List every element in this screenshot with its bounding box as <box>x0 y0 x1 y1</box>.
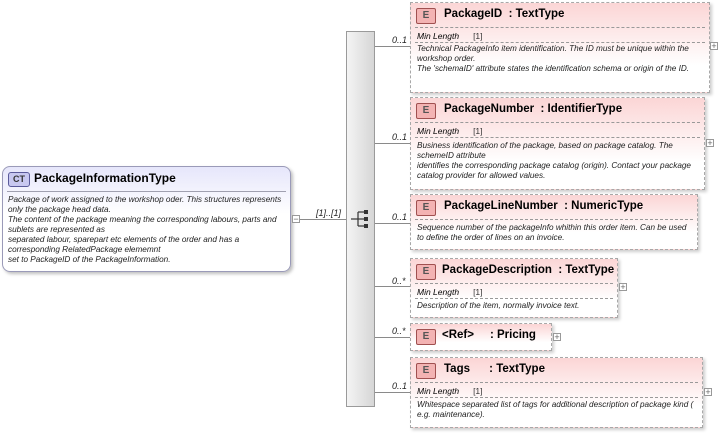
element-multiplicity: 0..1 <box>392 132 408 142</box>
expand-toggle[interactable]: + <box>710 41 718 51</box>
branch-line <box>375 337 410 338</box>
expand-toggle[interactable]: + <box>706 138 714 148</box>
element-name: PackageLineNumber : NumericType <box>444 200 644 212</box>
element-divider <box>415 219 693 220</box>
element-ref-pricing[interactable]: E <Ref> : Pricing <box>410 323 552 351</box>
sequence-multiplicity: [1]..[1] <box>316 208 342 218</box>
facet-min-length: Min Length[1] <box>417 386 483 396</box>
connector-line <box>300 219 346 220</box>
collapse-toggle[interactable]: − <box>292 214 300 224</box>
element-name: PackageID : TextType <box>444 8 565 20</box>
element-divider <box>415 122 700 123</box>
element-documentation: Whitespace separated list of tags for ad… <box>417 400 694 419</box>
element-tags[interactable]: E Tags : TextType Min Length[1] Whitespa… <box>410 357 703 428</box>
element-divider <box>415 137 700 138</box>
ct-badge: CT <box>8 172 30 187</box>
element-divider <box>415 27 705 28</box>
expand-toggle[interactable]: + <box>704 387 712 397</box>
facet-min-length: Min Length[1] <box>417 31 483 41</box>
branch-line <box>375 143 410 144</box>
expand-toggle[interactable]: + <box>619 282 627 292</box>
element-divider <box>415 298 613 299</box>
element-divider <box>415 382 698 383</box>
expand-toggle[interactable]: + <box>553 332 561 342</box>
ct-divider <box>7 191 286 192</box>
element-package-id[interactable]: E PackageID : TextType Min Length[1] Tec… <box>410 2 710 93</box>
element-multiplicity: 0..1 <box>392 381 408 391</box>
element-divider <box>415 397 698 398</box>
element-package-description[interactable]: E PackageDescription : TextType Min Leng… <box>410 258 618 318</box>
element-documentation: Description of the item, normally invoic… <box>417 301 580 310</box>
facet-min-length: Min Length[1] <box>417 126 483 136</box>
element-package-line-number[interactable]: E PackageLineNumber : NumericType Sequen… <box>410 194 698 250</box>
branch-line <box>375 286 410 287</box>
complex-type-box[interactable]: CT PackageInformationType Package of wor… <box>2 166 291 272</box>
complex-type-documentation: Package of work assigned to the workshop… <box>8 195 282 264</box>
element-divider <box>415 42 705 43</box>
element-name: PackageDescription : TextType <box>442 264 615 276</box>
branch-line <box>375 46 410 47</box>
facet-min-length: Min Length[1] <box>417 287 483 297</box>
element-multiplicity: 0..1 <box>392 212 408 222</box>
element-badge: E <box>416 200 436 216</box>
element-documentation: Technical PackageInfo item identificatio… <box>417 44 690 73</box>
element-multiplicity: 0..* <box>392 276 406 286</box>
element-badge: E <box>416 264 436 280</box>
complex-type-name: PackageInformationType <box>34 171 176 185</box>
element-name: PackageNumber : IdentifierType <box>444 103 623 115</box>
element-badge: E <box>416 103 436 119</box>
element-documentation: Sequence number of the packageInfo whith… <box>417 223 687 242</box>
element-name: Tags : TextType <box>444 363 545 375</box>
element-badge: E <box>416 329 436 345</box>
element-multiplicity: 0..* <box>392 326 406 336</box>
element-divider <box>415 283 613 284</box>
branch-line <box>375 392 410 393</box>
element-name: <Ref> : Pricing <box>442 329 536 341</box>
element-badge: E <box>416 8 436 24</box>
sequence-icon[interactable] <box>350 210 372 228</box>
element-documentation: Business identification of the package, … <box>417 141 691 180</box>
element-package-number[interactable]: E PackageNumber : IdentifierType Min Len… <box>410 97 705 190</box>
element-multiplicity: 0..1 <box>392 35 408 45</box>
branch-line <box>375 223 410 224</box>
element-badge: E <box>416 363 436 379</box>
